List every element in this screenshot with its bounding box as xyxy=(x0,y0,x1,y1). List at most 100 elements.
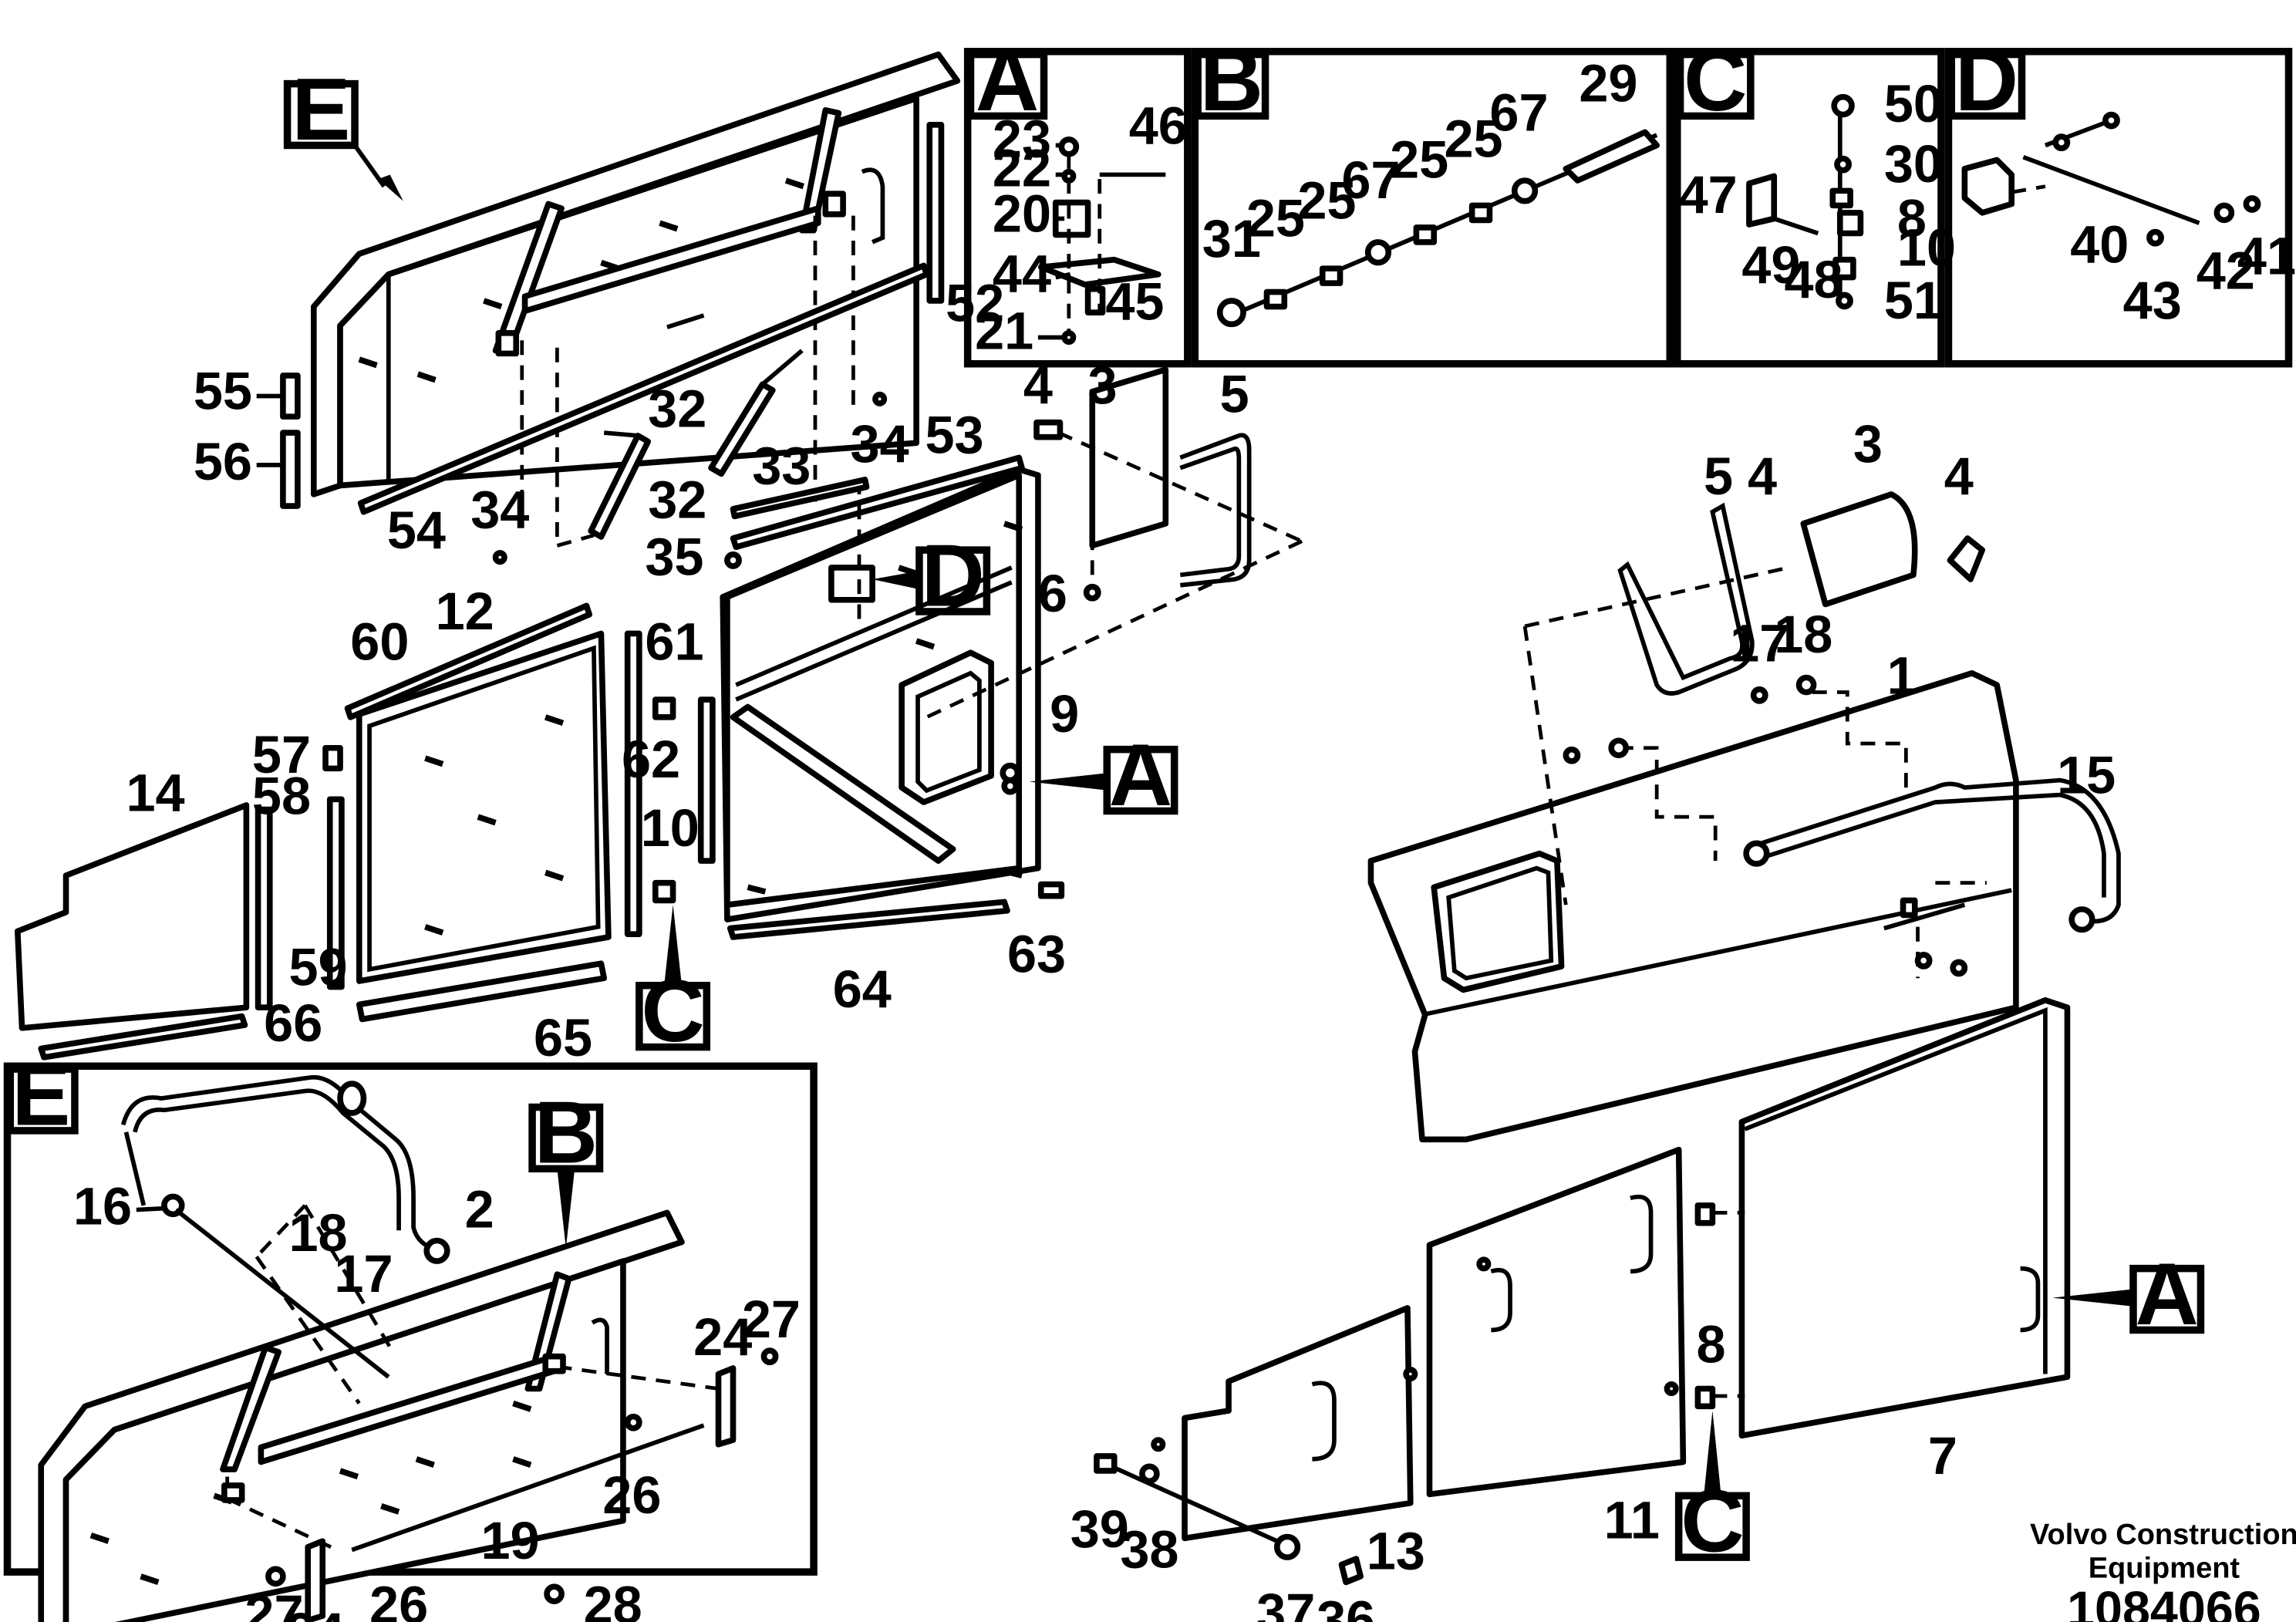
detail-box-b: B xyxy=(1191,32,1674,368)
detail-tag-c: C xyxy=(1684,32,1747,130)
part-label: 45 xyxy=(1105,272,1164,332)
roof-panel-e-upper xyxy=(280,51,961,565)
part-label: 3 xyxy=(1853,414,1883,474)
part-label: 26 xyxy=(369,1576,428,1622)
door-frame-assembly xyxy=(624,366,1303,940)
callout-tag-e: E xyxy=(292,61,350,159)
detail-tag-b: B xyxy=(1200,32,1263,130)
part-label: 25 xyxy=(1297,170,1356,230)
part-label: 8 xyxy=(1897,188,1927,248)
callout-tag-a-2: A xyxy=(2136,1246,2199,1344)
part-label: 52 xyxy=(946,274,1004,333)
detail-tag-e: E xyxy=(12,1046,70,1144)
part-label: 17 xyxy=(1730,614,1789,673)
detail-tag-a: A xyxy=(976,32,1039,130)
part-label: 60 xyxy=(350,612,409,672)
part-label: 9 xyxy=(1050,684,1079,744)
detail-box-c: C xyxy=(1674,32,1945,368)
callout-c-left: C xyxy=(636,905,711,1061)
left-panels xyxy=(15,602,612,1061)
part-label: 51 xyxy=(1884,271,1943,330)
part-label: 23 xyxy=(993,110,1051,169)
footer-company-line1: Volvo Construction xyxy=(2030,1519,2296,1551)
part-label: 2 xyxy=(465,1179,494,1239)
part-label: 34 xyxy=(470,481,529,540)
callout-b: B xyxy=(528,1084,604,1249)
part-label: 46 xyxy=(1129,96,1188,156)
part-label: 29 xyxy=(1579,53,1637,113)
part-label: 4 xyxy=(1944,447,1974,506)
part-label: 47 xyxy=(1679,165,1738,224)
part-label: 31 xyxy=(1202,209,1261,268)
part-label: 57 xyxy=(252,725,311,784)
part-label: 62 xyxy=(622,730,680,789)
part-label: 26 xyxy=(602,1465,661,1525)
part-label: 1 xyxy=(1887,646,1917,705)
detail-box-a: A xyxy=(963,32,1192,368)
part-label: 56 xyxy=(194,432,252,491)
part-label: 59 xyxy=(289,938,348,997)
part-label: 15 xyxy=(2057,746,2116,805)
part-label: 41 xyxy=(2237,227,2296,286)
part-label: 34 xyxy=(851,414,909,474)
part-label: 65 xyxy=(534,1008,592,1067)
part-label: 12 xyxy=(436,582,494,641)
part-label: 20 xyxy=(993,184,1051,244)
part-label: 8 xyxy=(1696,1314,1725,1374)
part-label: 67 xyxy=(1341,150,1400,210)
part-label: 36 xyxy=(1317,1590,1375,1622)
callout-tag-d: D xyxy=(921,527,984,625)
part-label: 43 xyxy=(2123,271,2182,330)
callout-c-right: C xyxy=(1674,1411,1750,1571)
part-label: 42 xyxy=(2197,241,2255,301)
part-label: 18 xyxy=(1774,605,1832,664)
part-label: 3 xyxy=(1088,356,1118,415)
part-label: 4 xyxy=(1023,356,1053,415)
part-label: 7 xyxy=(1928,1426,1957,1485)
part-label: 27 xyxy=(244,1584,303,1622)
document-number: 1084066 xyxy=(2067,1580,2261,1622)
part-label: 11 xyxy=(1604,1490,1660,1549)
part-label: 4 xyxy=(1748,447,1777,506)
part-label: 25 xyxy=(1444,110,1502,169)
detail-tag-d: D xyxy=(1955,32,2018,130)
callout-tag-b: B xyxy=(534,1084,598,1182)
detail-box-e: E xyxy=(3,1046,818,1622)
part-label: 32 xyxy=(648,379,706,438)
right-doors xyxy=(1094,996,2071,1586)
part-label: 5 xyxy=(1220,364,1249,423)
diagram-footer: Volvo Construction Equipment 1084066 xyxy=(2030,1519,2296,1622)
callout-d: D xyxy=(872,527,991,625)
part-label: 44 xyxy=(993,244,1051,304)
part-label: 37 xyxy=(1256,1583,1315,1622)
part-label: 55 xyxy=(194,362,252,421)
footer-company-line2: Equipment xyxy=(2089,1553,2240,1585)
part-label: 19 xyxy=(481,1511,540,1570)
part-label: 22 xyxy=(993,139,1051,198)
part-label: 10 xyxy=(641,798,700,858)
part-label: 24 xyxy=(693,1307,752,1367)
part-label: 67 xyxy=(1489,83,1548,142)
part-label: 63 xyxy=(1007,925,1066,984)
part-label: 10 xyxy=(1897,218,1956,277)
part-label: 32 xyxy=(648,470,706,529)
part-label: 33 xyxy=(752,437,811,496)
part-label: 6 xyxy=(1038,564,1067,623)
part-label: 18 xyxy=(288,1203,347,1263)
part-label: 25 xyxy=(1390,130,1448,189)
part-label: 17 xyxy=(334,1244,393,1303)
part-label: 49 xyxy=(1741,235,1800,295)
part-label: 30 xyxy=(1884,134,1943,194)
part-label: 16 xyxy=(73,1177,132,1236)
part-number-labels: 23 22 20 44 21 46 45 31 25 25 67 25 25 6… xyxy=(73,53,2296,1622)
part-label: 48 xyxy=(1785,250,1843,309)
part-label: 13 xyxy=(1367,1521,1425,1580)
part-label: 35 xyxy=(645,527,703,586)
part-label: 50 xyxy=(1884,74,1943,133)
part-label: 28 xyxy=(584,1576,642,1622)
part-label: 54 xyxy=(387,501,446,560)
part-label: 25 xyxy=(1246,188,1305,248)
part-label: 27 xyxy=(742,1290,801,1349)
part-label: 58 xyxy=(252,766,311,825)
